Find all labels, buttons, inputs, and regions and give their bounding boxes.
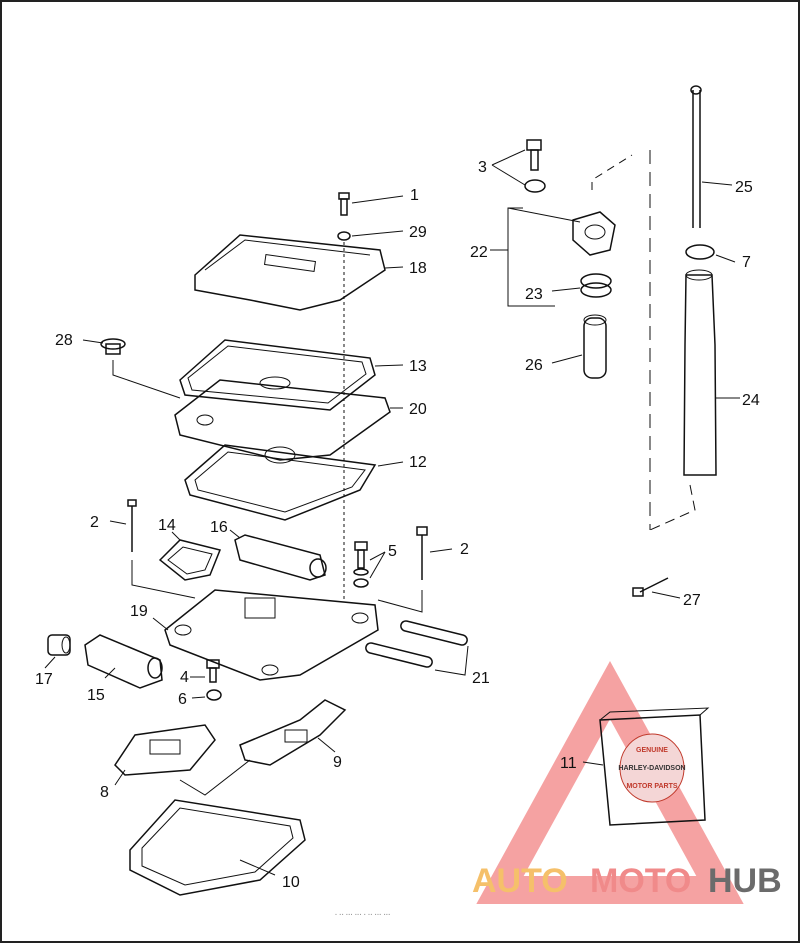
callout-27: 27 bbox=[683, 592, 701, 609]
callout-22: 22 bbox=[470, 244, 488, 261]
part-18-rocker-cover bbox=[194, 234, 404, 311]
part-20-housing bbox=[174, 376, 403, 464]
part-5-bolt-washer bbox=[353, 541, 386, 588]
callout-10: 10 bbox=[282, 874, 300, 891]
callout-24: 24 bbox=[742, 392, 760, 409]
part-26-lifter bbox=[551, 314, 607, 379]
part-24-pushrod-tube bbox=[683, 269, 740, 476]
callout-1: 1 bbox=[410, 187, 419, 204]
part-6-washer bbox=[191, 689, 222, 701]
watermark-auto: AUTO bbox=[472, 862, 568, 900]
part-28-breather-knob bbox=[82, 338, 181, 399]
part-22-bracket-group bbox=[490, 207, 616, 307]
box-bottom-word: MOTOR PARTS bbox=[626, 783, 677, 790]
part-1-bolt bbox=[338, 192, 404, 216]
part-3-bolt-washer bbox=[491, 139, 546, 193]
part-13-cover-gasket bbox=[179, 339, 404, 411]
part-16-rocker-arm bbox=[229, 529, 327, 581]
callout-15: 15 bbox=[87, 687, 105, 704]
callout-16: 16 bbox=[210, 519, 228, 536]
callout-18: 18 bbox=[409, 260, 427, 277]
callout-9: 9 bbox=[333, 754, 342, 771]
callout-4: 4 bbox=[180, 669, 189, 686]
part-21-pins bbox=[365, 620, 469, 676]
footer-text: · ·· ··· ··· · ·· ··· ··· bbox=[335, 912, 391, 919]
callout-5: 5 bbox=[388, 543, 397, 560]
part-10-base-gasket bbox=[129, 759, 306, 896]
part-19-rocker-housing bbox=[152, 589, 379, 681]
callout-3: 3 bbox=[478, 159, 487, 176]
part-4-bolt bbox=[190, 659, 220, 683]
watermark-wordmark: AUTO MOTO HUB bbox=[472, 862, 782, 900]
part-17-bushing bbox=[44, 634, 71, 669]
part-23-seal bbox=[551, 273, 612, 298]
box-mid-word: HARLEY-DAVIDSON bbox=[618, 765, 685, 772]
part-2-bolt-right bbox=[377, 526, 453, 613]
part-9-gasket bbox=[239, 699, 347, 766]
part-14-small-gasket bbox=[158, 531, 222, 581]
part-29-washer bbox=[337, 230, 404, 241]
callout-29: 29 bbox=[409, 224, 427, 241]
callout-25: 25 bbox=[735, 179, 753, 196]
callout-8: 8 bbox=[100, 784, 109, 801]
callout-26: 26 bbox=[525, 357, 543, 374]
watermark-hub: HUB bbox=[708, 862, 782, 900]
callout-labels: 1 2 2 3 4 5 6 7 8 9 10 11 12 13 14 15 16… bbox=[35, 159, 760, 891]
dashed-bracket bbox=[591, 150, 696, 531]
callout-2-left: 2 bbox=[90, 514, 99, 531]
callout-12: 12 bbox=[409, 454, 427, 471]
callout-20: 20 bbox=[409, 401, 427, 418]
part-8-gasket bbox=[114, 724, 216, 786]
part-15-rocker-arm bbox=[84, 634, 163, 689]
callout-13: 13 bbox=[409, 358, 427, 375]
box-top-word: GENUINE bbox=[636, 747, 668, 754]
part-12-lower-gasket bbox=[184, 444, 404, 521]
part-7-oring bbox=[685, 244, 736, 263]
part-25-pushrod bbox=[690, 85, 733, 228]
watermark-moto: MOTO bbox=[590, 862, 691, 900]
callout-21: 21 bbox=[472, 670, 490, 687]
callout-23: 23 bbox=[525, 286, 543, 303]
callout-17: 17 bbox=[35, 671, 53, 688]
callout-6: 6 bbox=[178, 691, 187, 708]
callout-28: 28 bbox=[55, 332, 73, 349]
callout-2-right: 2 bbox=[460, 541, 469, 558]
part-2-bolt-left bbox=[109, 499, 196, 599]
callout-19: 19 bbox=[130, 603, 148, 620]
callout-7: 7 bbox=[742, 254, 751, 271]
callout-11: 11 bbox=[560, 755, 577, 772]
part-11-kit-box: GENUINE HARLEY-DAVIDSON MOTOR PARTS bbox=[582, 707, 710, 826]
part-27-fitting bbox=[632, 577, 681, 599]
callout-14: 14 bbox=[158, 517, 176, 534]
